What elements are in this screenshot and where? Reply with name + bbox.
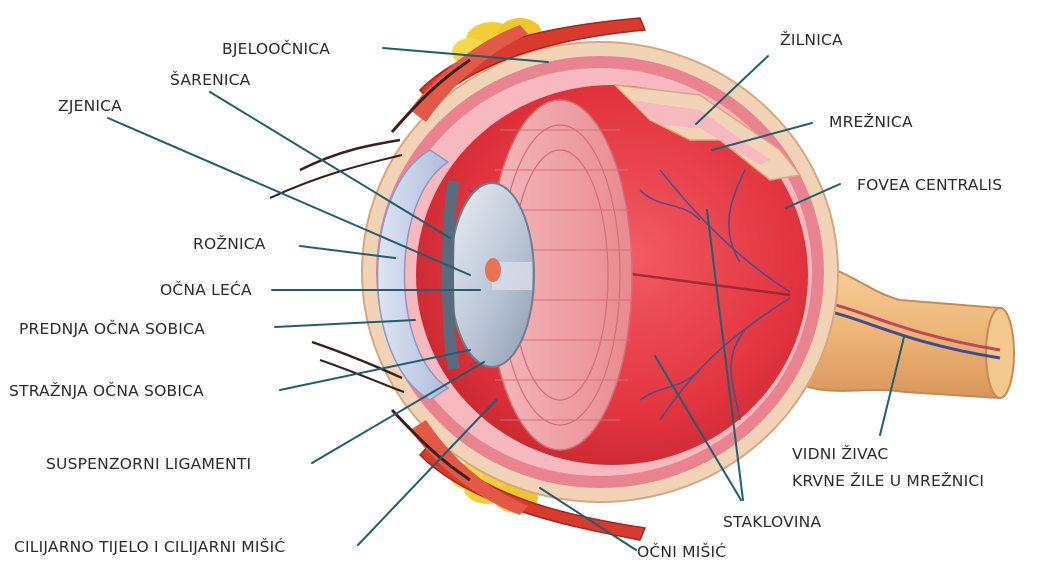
label-krvne-zile: KRVNE ŽILE U MREŽNICI [792,471,984,490]
label-sarenica: ŠARENICA [170,70,251,89]
label-vidni-zivac: VIDNI ŽIVAC [792,444,888,463]
label-mreznica: MREŽNICA [829,112,913,131]
label-prednja-ocna-sobica: PREDNJA OČNA SOBICA [19,319,205,338]
label-zilnica: ŽILNICA [780,30,843,49]
label-cilijarno-tijelo: CILIJARNO TIJELO I CILIJARNI MIŠIĆ [14,537,285,556]
label-zjenica: ZJENICA [58,97,122,115]
eye-illustration [270,18,1014,540]
label-suspenzorni-ligamenti: SUSPENZORNI LIGAMENTI [46,455,251,473]
label-roznica: ROŽNICA [193,234,266,253]
label-fovea-centralis: FOVEA CENTRALIS [857,176,1002,194]
label-straznja-ocna-sobica: STRAŽNJA OČNA SOBICA [9,381,204,400]
label-staklovina: STAKLOVINA [723,513,821,531]
label-ocna-leca: OČNA LEĆA [160,280,252,299]
label-ocni-misic: OČNI MIŠIĆ [637,542,726,561]
label-bjeloocnica: BJELOOČNICA [222,39,330,58]
